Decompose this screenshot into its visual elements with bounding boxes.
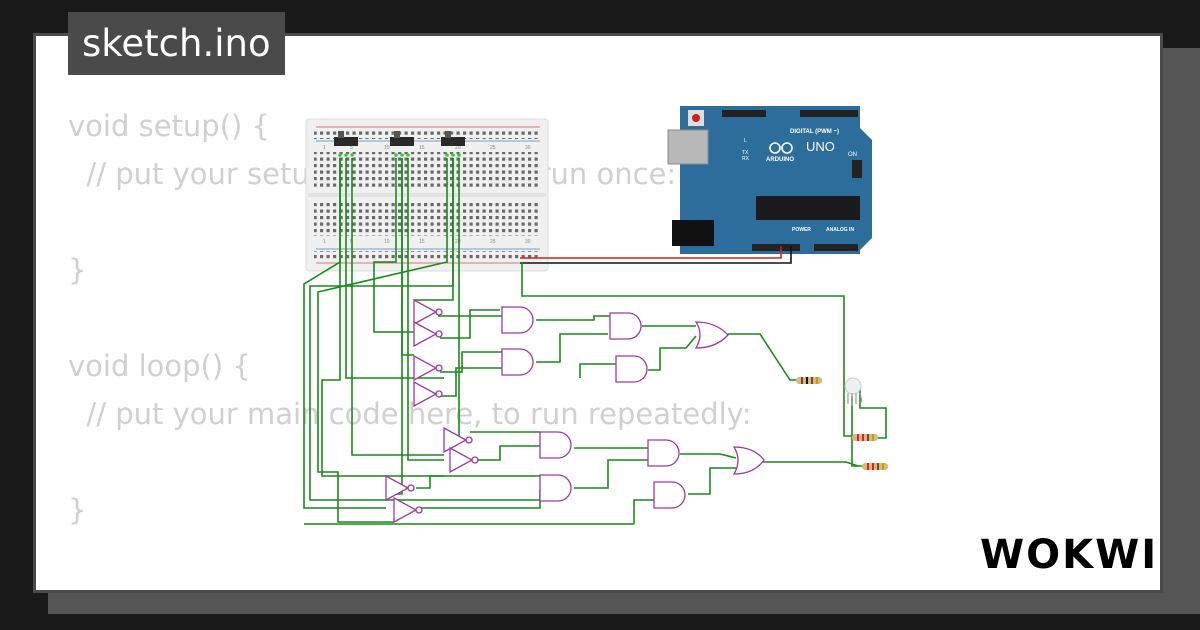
code-line: // put your main code here, to run repea… bbox=[68, 397, 752, 431]
breadboard-col-label: 20 bbox=[455, 239, 461, 245]
breadboard-col-label: 1 bbox=[323, 145, 326, 151]
wokwi-wordmark: WOKWI bbox=[980, 532, 1156, 578]
and-gate bbox=[501, 306, 534, 334]
and-gate bbox=[539, 474, 572, 502]
code-line: void setup() { bbox=[68, 109, 270, 143]
wires bbox=[303, 158, 887, 525]
and-gate bbox=[539, 431, 572, 459]
arduino-digital-label: DIGITAL (PWM ~) bbox=[790, 129, 839, 135]
code-line: } bbox=[68, 253, 87, 287]
resistor bbox=[852, 434, 878, 441]
slide-switch-2[interactable] bbox=[390, 131, 414, 157]
breadboard-col-label: 5 bbox=[350, 145, 353, 151]
and-gate bbox=[609, 312, 642, 340]
breadboard-col-label: 25 bbox=[490, 239, 496, 245]
arduino-rx-label: RX bbox=[742, 156, 750, 162]
preview-card bbox=[33, 33, 1163, 593]
breadboard-col-label: 15 bbox=[419, 145, 425, 151]
arduino-analog-label: ANALOG IN bbox=[826, 227, 854, 233]
arduino-tx-label: TX bbox=[742, 150, 749, 156]
or-gate bbox=[694, 321, 729, 349]
arduino-l-label: L bbox=[744, 138, 747, 144]
and-gate bbox=[647, 439, 680, 467]
infinity-logo-icon bbox=[769, 142, 781, 154]
filename-tab[interactable]: sketch.ino bbox=[68, 12, 285, 75]
breadboard-col-label: 25 bbox=[490, 145, 496, 151]
not-gate bbox=[443, 426, 473, 454]
breadboard-col-label: 20 bbox=[455, 145, 461, 151]
resistor bbox=[796, 377, 822, 384]
and-gate bbox=[501, 348, 534, 376]
or-gate bbox=[732, 446, 765, 475]
arduino-uno[interactable]: DIGITAL (PWM ~) UNO ARDUINO ON L TX RX P… bbox=[667, 106, 872, 254]
arduino-model-label: UNO bbox=[806, 139, 835, 154]
arduino-on-label: ON bbox=[848, 152, 857, 158]
breadboard-col-label: 30 bbox=[525, 239, 531, 245]
slide-switch-1[interactable] bbox=[334, 131, 358, 157]
logic-gates bbox=[385, 298, 765, 524]
code-line: } bbox=[68, 493, 87, 527]
not-gate bbox=[393, 496, 423, 524]
not-gate bbox=[449, 446, 479, 474]
breadboard-col-label: 1 bbox=[323, 239, 326, 245]
arduino-power-label: POWER bbox=[792, 227, 811, 233]
rgb-led[interactable] bbox=[844, 377, 863, 406]
not-gate bbox=[413, 298, 443, 326]
not-gate bbox=[413, 354, 443, 382]
breadboard-col-label: 10 bbox=[384, 145, 390, 151]
not-gate bbox=[385, 474, 415, 502]
breadboard-col-label: 15 bbox=[419, 239, 425, 245]
wokwi-logo: WOKWI bbox=[980, 532, 1156, 578]
not-gate bbox=[413, 320, 443, 348]
and-gate bbox=[653, 481, 686, 509]
breadboard-col-label: 10 bbox=[384, 239, 390, 245]
resistor bbox=[862, 463, 888, 470]
code-line: void loop() { bbox=[68, 349, 251, 383]
slide-switch-3[interactable] bbox=[441, 131, 465, 157]
arduino-brand-label: ARDUINO bbox=[766, 157, 794, 163]
and-gate bbox=[615, 355, 648, 383]
not-gate bbox=[413, 380, 443, 408]
breadboard-col-label: 30 bbox=[525, 145, 531, 151]
